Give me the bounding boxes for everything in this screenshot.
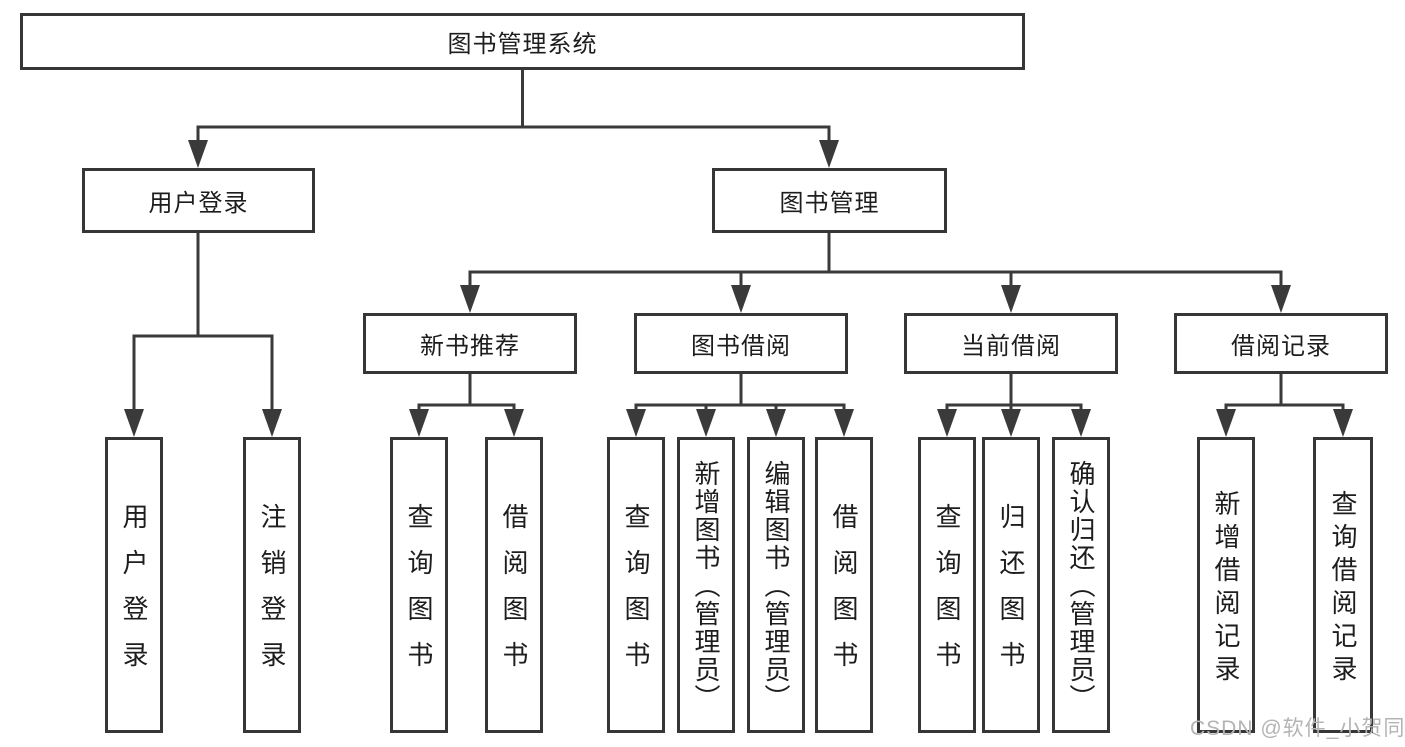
node-user-login: 用户登录 [82,168,315,233]
node-leaf-query-books-recommend-label: 查询图书 [404,503,434,687]
node-leaf-query-books-borrow-label: 查询图书 [621,503,651,687]
node-leaf-user-login-label: 用户登录 [119,503,149,687]
node-leaf-query-borrow-record-label: 查询借阅记录 [1328,489,1358,688]
node-leaf-add-book-admin: 新增图书（管理员） [677,437,735,733]
node-new-book-recommend-label: 新书推荐 [420,333,520,360]
node-borrowing-records: 借阅记录 [1174,313,1388,374]
node-leaf-return-book-label: 归还图书 [996,503,1026,687]
node-leaf-query-books-recommend: 查询图书 [390,437,448,733]
node-leaf-edit-book-admin: 编辑图书（管理员） [747,437,805,733]
node-borrowing-records-label: 借阅记录 [1231,333,1331,360]
node-leaf-borrow-book-label: 借阅图书 [829,503,859,687]
node-leaf-query-borrow-record: 查询借阅记录 [1313,437,1373,733]
node-leaf-borrow-book: 借阅图书 [815,437,873,733]
node-root: 图书管理系统 [20,13,1025,70]
node-leaf-query-books-current-label: 查询图书 [932,503,962,687]
node-new-book-recommend: 新书推荐 [363,313,577,374]
node-current-borrowing-label: 当前借阅 [961,333,1061,360]
node-leaf-logout-label: 注销登录 [257,503,287,687]
node-leaf-borrow-books-recommend-label: 借阅图书 [499,503,529,687]
node-user-login-label: 用户登录 [148,190,249,217]
node-book-borrowing-label: 图书借阅 [691,333,791,360]
node-leaf-query-books-borrow: 查询图书 [607,437,665,733]
node-root-label: 图书管理系统 [447,31,598,58]
node-leaf-add-book-admin-label: 新增图书（管理员） [691,460,721,712]
node-leaf-add-borrow-record-label: 新增借阅记录 [1211,489,1241,688]
node-leaf-user-login: 用户登录 [105,437,163,733]
node-leaf-query-books-current: 查询图书 [918,437,976,733]
node-leaf-confirm-return-admin: 确认归还（管理员） [1052,437,1110,733]
node-leaf-edit-book-admin-label: 编辑图书（管理员） [761,460,791,712]
node-leaf-borrow-books-recommend: 借阅图书 [485,437,543,733]
node-leaf-confirm-return-admin-label: 确认归还（管理员） [1066,460,1096,712]
node-current-borrowing: 当前借阅 [904,313,1118,374]
node-leaf-logout: 注销登录 [243,437,301,733]
watermark: CSDN @软件_小贺同学 [1190,717,1405,740]
node-leaf-return-book: 归还图书 [982,437,1040,733]
node-book-management-label: 图书管理 [779,190,880,217]
node-leaf-add-borrow-record: 新增借阅记录 [1197,437,1255,733]
node-book-borrowing: 图书借阅 [634,313,848,374]
node-book-management: 图书管理 [712,168,947,233]
